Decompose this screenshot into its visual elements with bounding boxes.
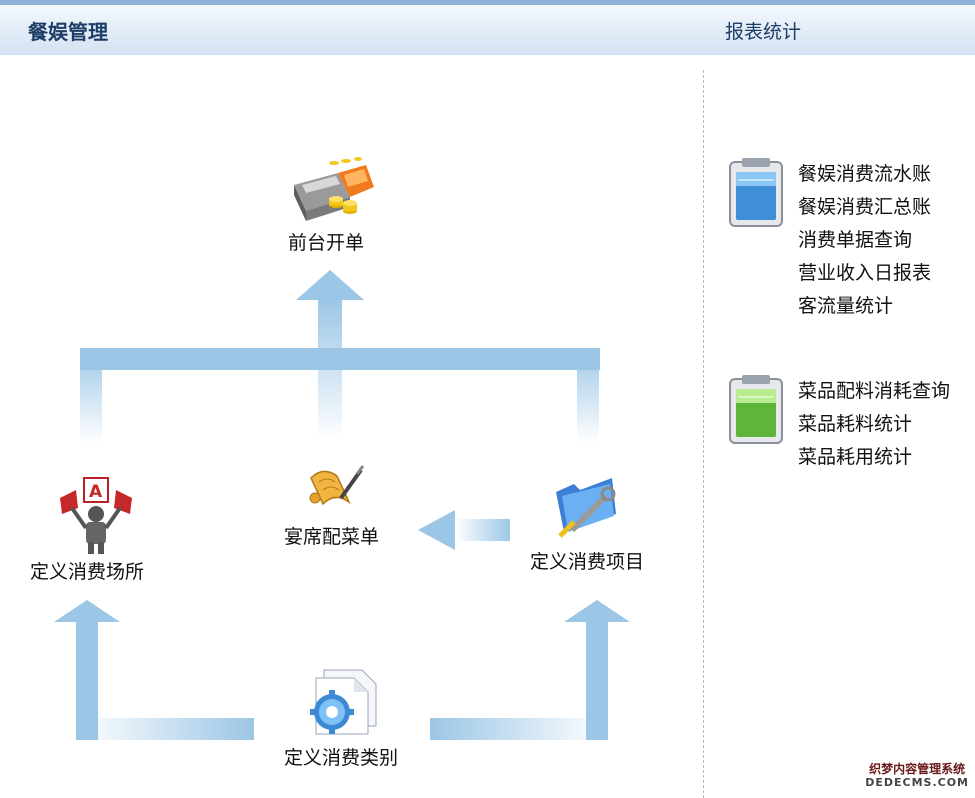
header-bar: 餐娱管理 报表统计 [0, 0, 975, 55]
watermark-line2: DEDECMS.COM [865, 776, 969, 789]
report-link-customer-flow[interactable]: 客流量统计 [798, 295, 894, 317]
up-arrow-item [564, 600, 630, 622]
up-arrow-venue [54, 600, 120, 622]
gear-documents-icon[interactable] [302, 666, 382, 742]
up-arrow-front-desk [296, 270, 364, 300]
report-link-consumption-ledger[interactable]: 餐娱消费流水账 [798, 163, 932, 185]
calculator-blue-icon [728, 158, 784, 232]
flow-diagram: 前台开单 宴席配菜单 A 定义消费场所 [30, 155, 645, 769]
watermark-line1: 织梦内容管理系统 [869, 762, 966, 776]
report-list-consumption: 餐娱消费流水账 餐娱消费汇总账 消费单据查询 营业收入日报表 客流量统计 [798, 158, 931, 323]
right-riser [577, 348, 599, 443]
section-divider [703, 70, 704, 798]
report-link-ingredient-consumption[interactable]: 菜品配料消耗查询 [798, 380, 951, 402]
define-category-label[interactable]: 定义消费类别 [284, 747, 399, 769]
watermark: 织梦内容管理系统 DEDECMS.COM [865, 762, 969, 790]
left-riser [80, 348, 102, 443]
svg-text:A: A [89, 482, 103, 502]
define-venue-label[interactable]: 定义消费场所 [30, 561, 145, 583]
report-link-usage-stats[interactable]: 菜品耗用统计 [798, 446, 913, 468]
right-up-shaft [586, 620, 608, 740]
folder-tools-icon[interactable] [550, 474, 622, 546]
banquet-menu-label[interactable]: 宴席配菜单 [284, 526, 380, 548]
report-link-receipt-query[interactable]: 消费单据查询 [798, 229, 913, 251]
report-list-dishes: 菜品配料消耗查询 菜品耗料统计 菜品耗用统计 [798, 375, 950, 474]
center-riser [318, 300, 342, 440]
item-to-menu-shaft [455, 519, 510, 541]
item-to-menu-arrowhead [418, 510, 455, 550]
bottom-right-shaft [430, 718, 608, 740]
venue-figure-icon[interactable]: A [56, 476, 136, 560]
scroll-icon[interactable] [305, 462, 369, 518]
page-title: 餐娱管理 [28, 20, 108, 44]
report-link-material-stats[interactable]: 菜品耗料统计 [798, 413, 913, 435]
flow-arrows [54, 270, 630, 740]
bottom-left-shaft [76, 718, 254, 740]
reports-section-title: 报表统计 [725, 21, 802, 43]
front-desk-label[interactable]: 前台开单 [288, 232, 365, 254]
report-link-daily-revenue[interactable]: 营业收入日报表 [798, 262, 932, 284]
define-item-label[interactable]: 定义消费项目 [530, 551, 645, 573]
report-link-consumption-summary[interactable]: 餐娱消费汇总账 [798, 196, 932, 218]
calculator-green-icon [728, 375, 784, 449]
left-up-shaft [76, 620, 98, 740]
cash-register-icon[interactable] [288, 155, 378, 229]
